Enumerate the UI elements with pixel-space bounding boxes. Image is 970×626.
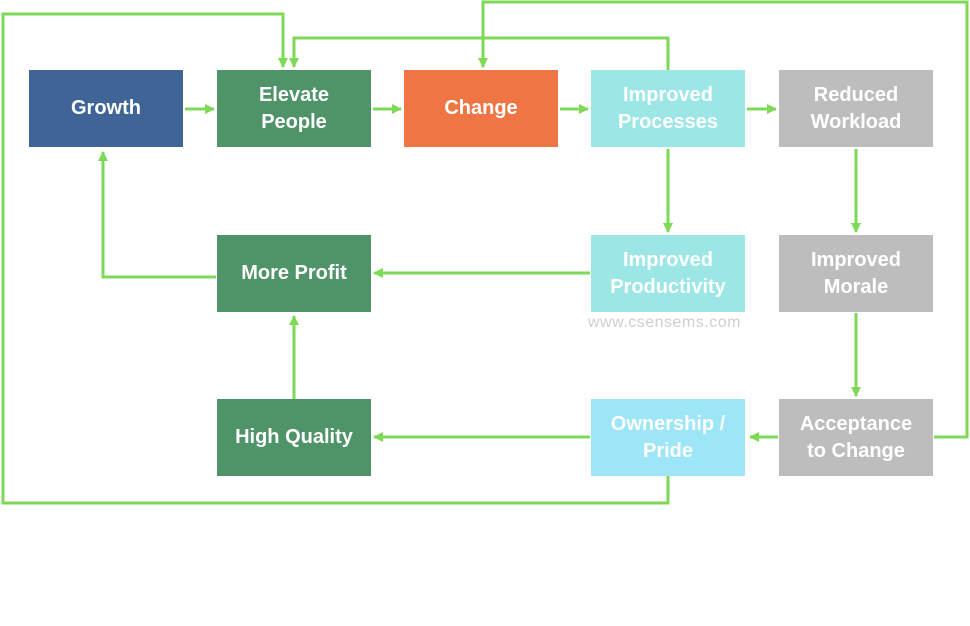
node-growth: Growth: [29, 70, 183, 147]
node-acceptance-to-change: Acceptance to Change: [779, 399, 933, 476]
arrow-profit-to-growth: [98, 151, 216, 279]
node-change: Change: [404, 70, 558, 147]
node-improved-morale: Improved Morale: [779, 235, 933, 312]
arrow-acceptance-feedback-to-change: [478, 0, 969, 439]
node-more-profit: More Profit: [217, 235, 371, 312]
node-ownership-pride: Ownership / Pride: [591, 399, 745, 476]
node-improved-productivity: Improved Productivity: [591, 235, 745, 312]
node-elevate-people: Elevate People: [217, 70, 371, 147]
arrow-ownership-feedback-to-elevate: [1, 12, 670, 505]
node-improved-processes: Improved Processes: [591, 70, 745, 147]
arrow-processes-feedback-to-elevate: [289, 36, 670, 70]
watermark-text: www.csensems.com: [588, 314, 741, 331]
node-reduced-workload: Reduced Workload: [779, 70, 933, 147]
node-high-quality: High Quality: [217, 399, 371, 476]
